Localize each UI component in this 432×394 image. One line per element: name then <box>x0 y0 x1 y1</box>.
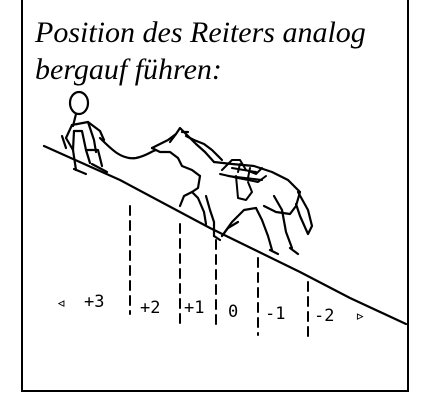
scale-label-plus-2: +2 <box>140 298 160 318</box>
position-scale: ◃ +3 +2 +1 0 -1 -2 ▹ <box>56 292 365 326</box>
slope-line <box>42 144 408 326</box>
scale-label-minus-2: -2 <box>314 306 334 326</box>
saddle <box>219 159 267 201</box>
leader-figure <box>60 90 109 176</box>
caption-line-1: Position des Reiters analog <box>35 16 366 49</box>
lead-rope <box>98 136 158 160</box>
illustration-frame <box>21 0 409 392</box>
scale-label-plus-1: +1 <box>184 298 204 318</box>
position-dividers <box>129 205 309 340</box>
scale-label-0: 0 <box>228 302 238 322</box>
scale-left-arrow: ◃ <box>56 293 66 313</box>
horse-figure <box>150 126 314 256</box>
scale-label-plus-3: +3 <box>84 292 104 312</box>
caption: Position des Reiters analog bergauf führ… <box>35 14 405 88</box>
scale-label-minus-1: -1 <box>265 304 285 324</box>
scale-right-arrow: ▹ <box>355 306 365 326</box>
caption-line-2: bergauf führen: <box>35 53 222 86</box>
